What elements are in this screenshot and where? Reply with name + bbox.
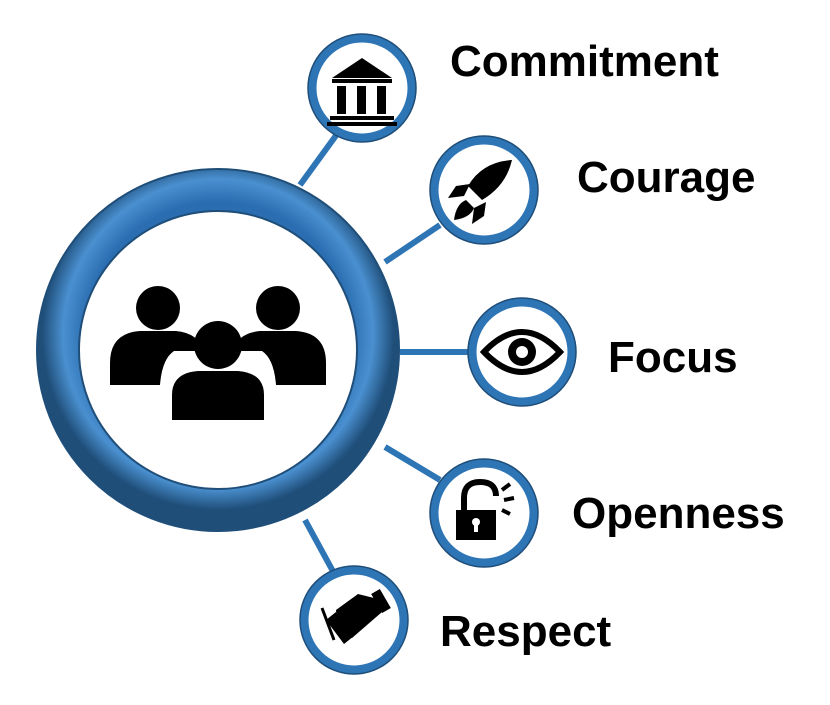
connector-openness bbox=[383, 444, 442, 483]
group-of-people-icon bbox=[110, 286, 326, 420]
label-focus: Focus bbox=[608, 333, 738, 382]
open-padlock-icon bbox=[456, 478, 515, 540]
rocket-icon bbox=[448, 160, 512, 224]
connector-courage bbox=[383, 222, 442, 265]
handshake-icon bbox=[320, 588, 391, 644]
label-courage: Courage bbox=[577, 153, 756, 202]
eye-icon bbox=[479, 329, 565, 375]
label-openness: Openness bbox=[572, 489, 785, 538]
label-commitment: Commitment bbox=[450, 37, 719, 86]
connector-commitment bbox=[297, 128, 343, 187]
node-courage bbox=[429, 135, 539, 245]
node-respect bbox=[299, 565, 409, 675]
connectors bbox=[297, 128, 470, 577]
node-commitment bbox=[307, 33, 417, 143]
node-openness bbox=[429, 458, 539, 568]
label-respect: Respect bbox=[440, 607, 612, 656]
node-focus bbox=[467, 297, 577, 407]
building-columns-icon bbox=[327, 58, 397, 126]
connector-respect bbox=[302, 518, 338, 577]
